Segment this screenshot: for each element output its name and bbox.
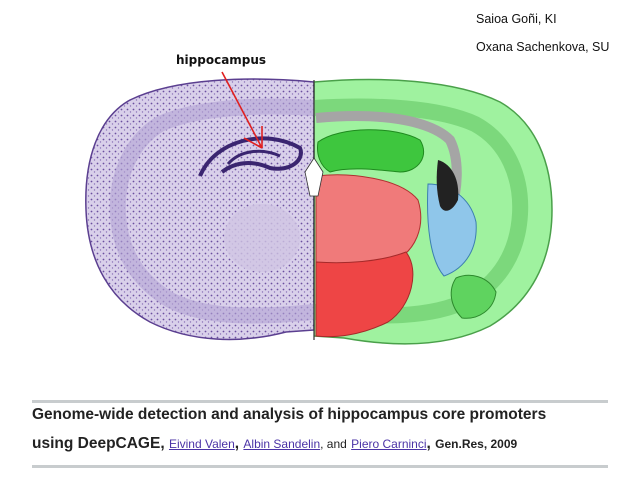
journal-reference: Gen.Res, 2009 — [435, 437, 518, 451]
thalamus-region — [224, 204, 300, 272]
citation-title-line-2-start: using DeepCAGE, — [32, 435, 165, 452]
hippocampus-pointer-line-3 — [243, 137, 263, 149]
author-link-carninci[interactable]: Piero Carninci — [351, 437, 427, 451]
top-divider — [32, 400, 608, 403]
cortex-inner-band — [109, 98, 314, 324]
hippocampus-pointer-line-1 — [221, 71, 263, 149]
midline-notch — [304, 157, 324, 197]
author-link-sandelin[interactable]: Albin Sandelin — [243, 437, 321, 451]
nissl-stained-half — [85, 78, 314, 341]
citation-title-line-2: using DeepCAGE, Eivind Valen, Albin Sand… — [32, 435, 517, 453]
separator-3: , — [426, 435, 431, 452]
separator-1: , — [234, 435, 240, 452]
atlas-colored-half — [314, 78, 553, 345]
atlas-ventricle — [436, 160, 459, 211]
hippocampus-dentate-arc — [198, 136, 303, 177]
atlas-hypothalamus — [315, 251, 414, 338]
citation-title-line-1: Genome-wide detection and analysis of hi… — [32, 406, 547, 423]
separator-2: , and — [320, 437, 347, 451]
atlas-hippocampus — [317, 129, 425, 173]
bottom-divider — [32, 465, 608, 468]
hippocampus-label: hippocampus — [176, 53, 267, 67]
credit-line-1: Saioa Goñi, KI — [476, 12, 557, 26]
brain-section-figure — [85, 71, 553, 345]
credit-line-2: Oxana Sachenkova, SU — [476, 40, 610, 54]
hippocampus-ca-arc — [226, 149, 281, 166]
atlas-cortex-band — [314, 98, 529, 324]
atlas-amygdala — [450, 274, 497, 319]
author-link-valen[interactable]: Eivind Valen — [168, 437, 235, 451]
